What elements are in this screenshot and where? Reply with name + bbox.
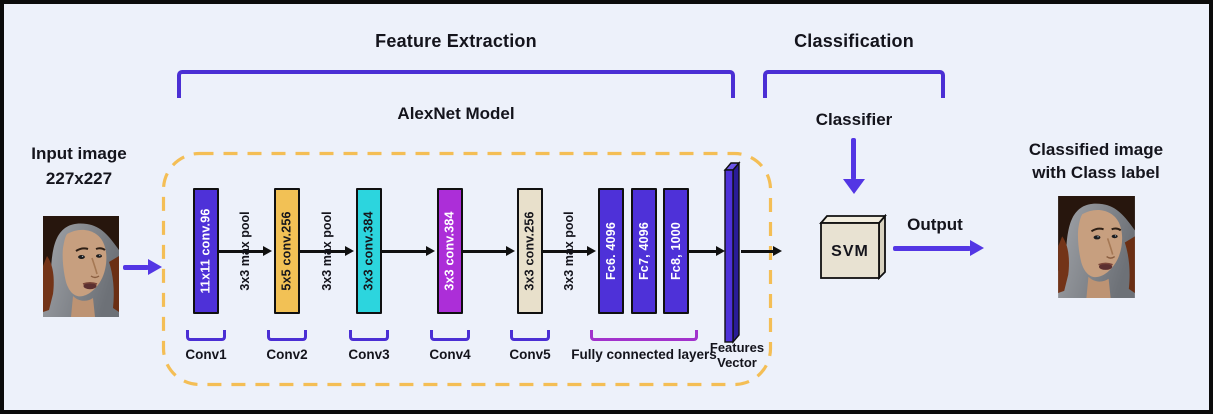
flow-arrow-6-icon: [689, 246, 725, 255]
flow-arrow-2-icon: [300, 246, 354, 255]
feature-extraction-title: Feature Extraction: [375, 31, 537, 51]
conv1-group-label: Conv1: [185, 347, 227, 362]
input-arrow-icon: [123, 259, 162, 275]
conv3-block: 3x3 conv.384: [356, 188, 382, 314]
flow-arrow-4-icon: [463, 246, 515, 255]
fc-layers-group-label: Fully connected layers: [571, 347, 717, 362]
conv3-bracket: [349, 330, 389, 341]
input-face-image: [43, 216, 119, 317]
conv5-bracket: [510, 330, 550, 341]
output-label: Output: [907, 215, 963, 234]
output-arrow-icon: [893, 240, 984, 256]
svm-box-label: SVM: [831, 243, 869, 260]
fc8-block-label: Fc8, 1000: [669, 221, 683, 281]
features-vector-bar: [723, 161, 741, 344]
conv2-bracket: [267, 330, 307, 341]
fc7-block-label: Fc7, 4096: [637, 221, 651, 281]
classification-title: Classification: [794, 31, 914, 51]
conv4-block: 3x3 conv.384: [437, 188, 463, 314]
flow-arrow-7-icon: [741, 246, 782, 255]
alexnet-dashed-box: [161, 151, 773, 387]
maxpool-label-1: 3x3 max pool: [238, 211, 252, 291]
conv4-bracket: [430, 330, 470, 341]
classification-bracket: [763, 70, 945, 98]
conv1-bracket: [186, 330, 226, 341]
classified-label-line2: with Class label: [1032, 163, 1160, 182]
features-vector-label-line1: Features: [709, 340, 765, 355]
maxpool-label-2: 3x3 max pool: [320, 211, 334, 291]
conv2-group-label: Conv2: [266, 347, 308, 362]
classified-label-line1: Classified image: [1028, 140, 1164, 159]
features-vector-label: Features Vector: [704, 340, 770, 370]
alexnet-model-label: AlexNet Model: [397, 104, 515, 123]
flow-arrow-5-icon: [543, 246, 596, 255]
svm-box: SVM: [819, 214, 887, 281]
conv5-group-label: Conv5: [509, 347, 551, 362]
conv4-group-label: Conv4: [429, 347, 471, 362]
maxpool-label-3: 3x3 max pool: [562, 211, 576, 291]
conv4-block-label: 3x3 conv.384: [443, 211, 457, 291]
conv2-block-label: 5x5 conv.256: [280, 211, 294, 291]
conv1-block-label: 11x11 conv.96: [199, 208, 214, 294]
classifier-down-arrow-icon: [842, 138, 865, 194]
fc7-block: Fc7, 4096: [631, 188, 657, 314]
classified-face-image: [1058, 196, 1135, 298]
conv2-block: 5x5 conv.256: [274, 188, 300, 314]
conv1-block: 11x11 conv.96: [193, 188, 219, 314]
input-label-line1: Input image: [31, 144, 127, 163]
classifier-label: Classifier: [815, 110, 893, 129]
features-vector-label-line2: Vector: [717, 355, 757, 370]
fc6-block: Fc6. 4096: [598, 188, 624, 314]
flow-arrow-1-icon: [219, 246, 272, 255]
flow-arrow-3-icon: [382, 246, 435, 255]
feature-extraction-bracket: [177, 70, 735, 98]
fc6-block-label: Fc6. 4096: [604, 221, 618, 281]
conv5-block-label: 3x3 conv.256: [523, 211, 537, 291]
conv3-group-label: Conv3: [348, 347, 390, 362]
conv5-block: 3x3 conv.256: [517, 188, 543, 314]
input-label-line2: 227x227: [45, 169, 113, 188]
fc-layers-bracket: [590, 330, 698, 341]
conv3-block-label: 3x3 conv.384: [362, 211, 376, 291]
fc8-block: Fc8, 1000: [663, 188, 689, 314]
input-image-label: Input image 227x227: [9, 141, 149, 191]
classified-image-label: Classified image with Class label: [1013, 138, 1179, 184]
